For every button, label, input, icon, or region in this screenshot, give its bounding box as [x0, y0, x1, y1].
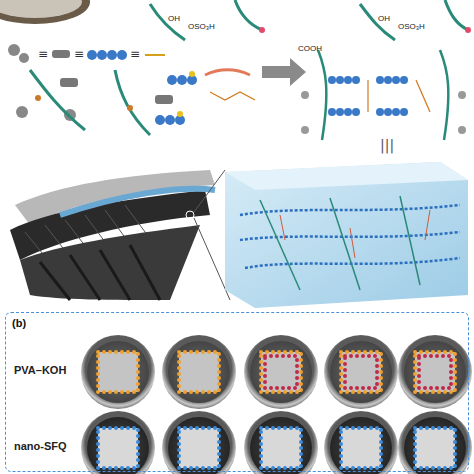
row-label: nano-SFQ: [14, 440, 67, 452]
svg-text:≡: ≡: [130, 47, 140, 61]
chemical-group: OSO₃H: [188, 22, 215, 31]
panel-label: (b): [11, 317, 27, 329]
chemical-group: OH: [168, 14, 180, 23]
chemical-group: COOH: [298, 44, 322, 53]
panel-frame: (b): [5, 312, 469, 472]
chemical-group: OSO₃H: [398, 22, 425, 31]
chemical-group: OH: [378, 14, 390, 23]
svg-text:≡: ≡: [38, 47, 48, 61]
row-label: PVA–KOH: [14, 364, 66, 376]
svg-text:|||: |||: [380, 137, 394, 154]
svg-text:≡: ≡: [74, 47, 84, 61]
